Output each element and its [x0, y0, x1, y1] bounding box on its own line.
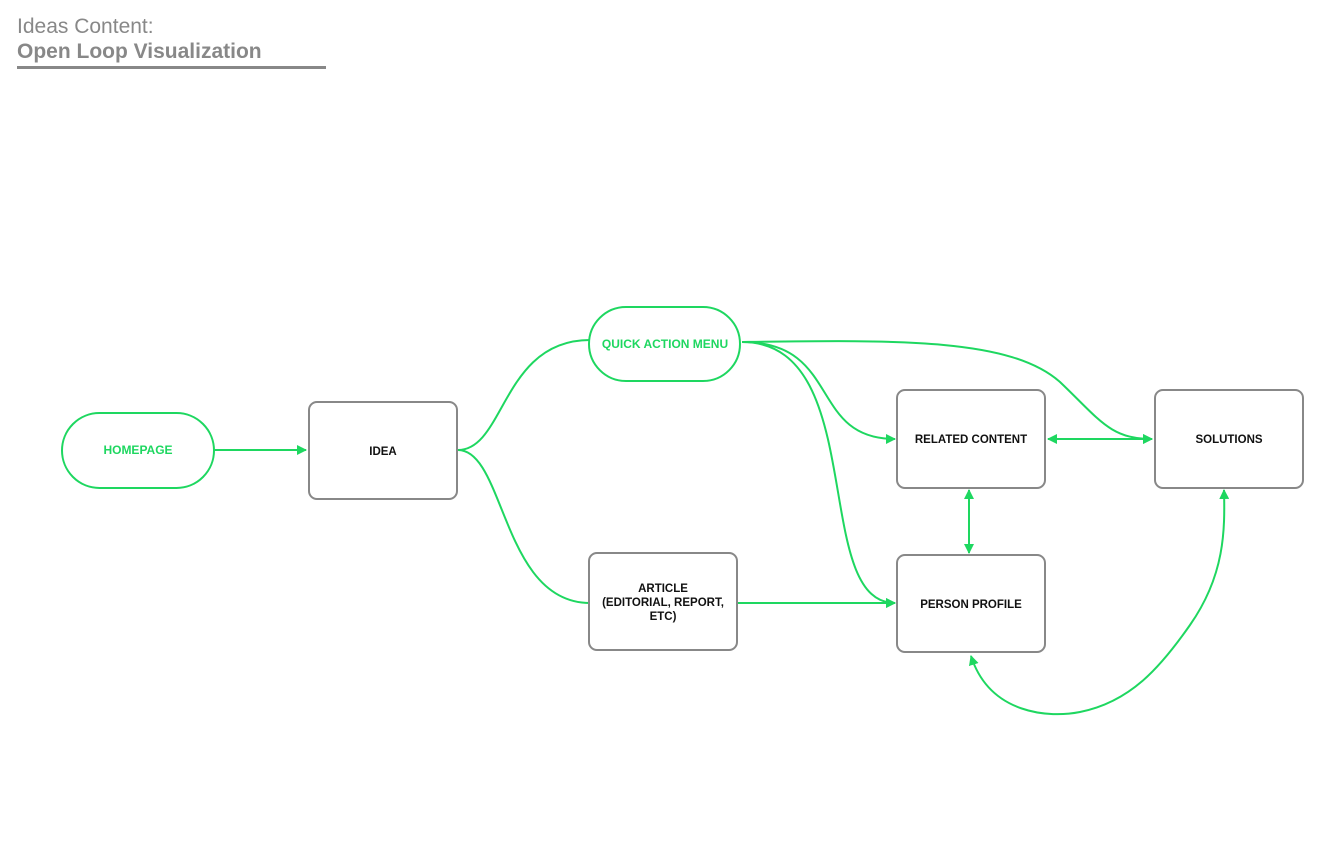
edge-person-solutions-loop: [969, 489, 1230, 716]
edge-idea-to-quick-action: [457, 339, 591, 451]
node-solutions-label: SOLUTIONS: [1195, 434, 1262, 446]
node-person-profile: PERSON PROFILE: [896, 554, 1046, 653]
edge-quick-action-to-related: [741, 341, 896, 444]
node-article-label-line2: (EDITORIAL, REPORT,: [602, 597, 724, 609]
node-article: ARTICLE (EDITORIAL, REPORT, ETC): [588, 552, 738, 651]
node-homepage: HOMEPAGE: [61, 412, 215, 489]
node-homepage-label: HOMEPAGE: [103, 443, 172, 457]
node-solutions: SOLUTIONS: [1154, 389, 1304, 489]
node-idea: IDEA: [308, 401, 458, 500]
edges: [214, 339, 1230, 716]
edge-idea-to-article: [457, 449, 591, 604]
node-quick-action-menu: QUICK ACTION MENU: [588, 306, 741, 382]
node-idea-label: IDEA: [369, 446, 396, 458]
node-article-label-line1: ARTICLE: [638, 583, 688, 595]
diagram-header: Ideas Content: Open Loop Visualization: [17, 14, 326, 69]
node-related-content-label: RELATED CONTENT: [915, 434, 1027, 446]
node-quick-action-menu-label: QUICK ACTION MENU: [602, 337, 728, 351]
node-related-content: RELATED CONTENT: [896, 389, 1046, 489]
node-article-label-line3: ETC): [650, 611, 677, 623]
edge-quick-action-to-solutions: [741, 340, 1153, 444]
diagram-subtitle: Ideas Content:: [17, 15, 154, 38]
edge-quick-action-to-person: [741, 341, 896, 608]
diagram-title: Open Loop Visualization: [17, 40, 262, 63]
node-person-profile-label: PERSON PROFILE: [920, 599, 1022, 611]
